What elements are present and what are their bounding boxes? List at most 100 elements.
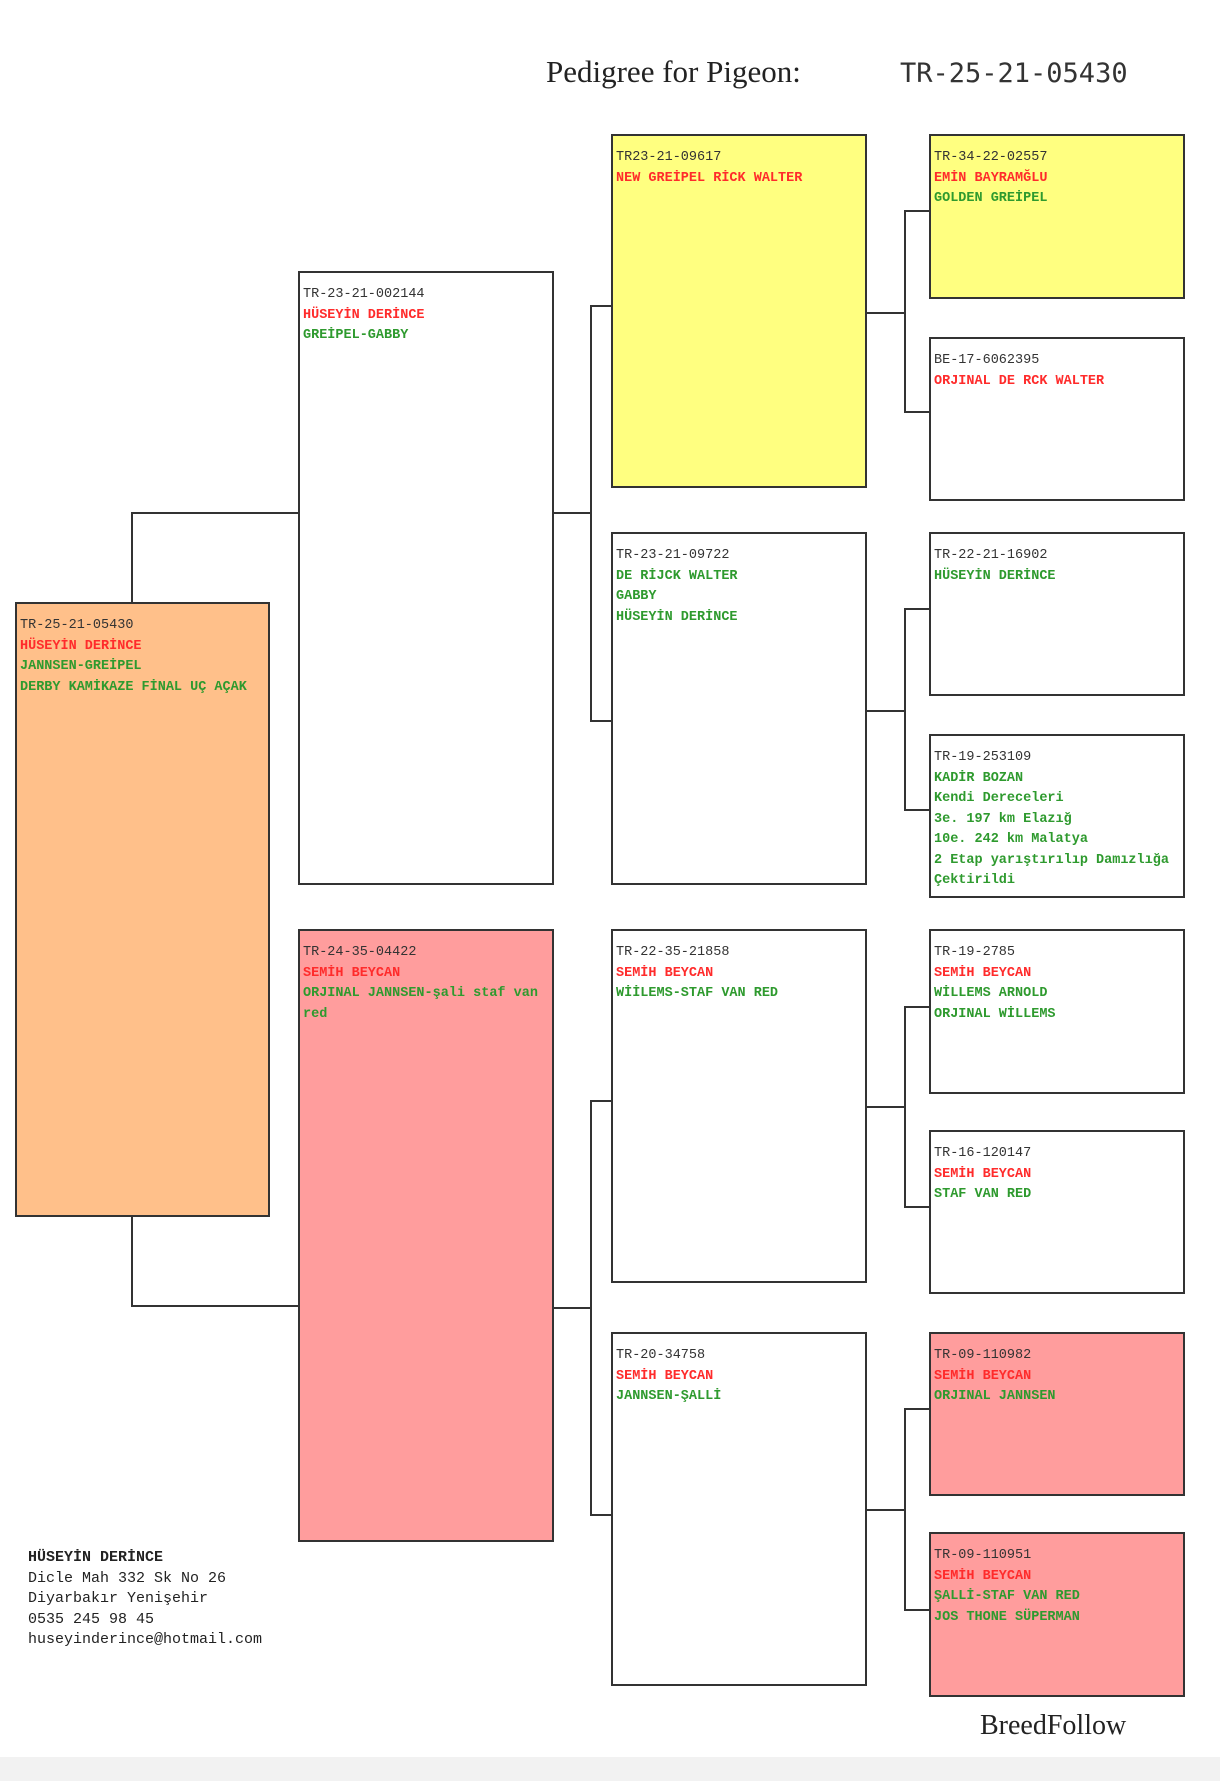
ring-number: TR-20-34758 [616, 1348, 706, 1363]
owner-name: SEMİH BEYCAN [934, 1368, 1032, 1384]
grandparent-box[interactable]: TR-23-21-09722 DE RİJCK WALTER GABBY HÜSEYİ… [611, 532, 867, 885]
connector [590, 1514, 611, 1516]
ring-number: TR-09-110982 [934, 1348, 1032, 1363]
connector [867, 710, 904, 712]
owner-name: SEMİH BEYCAN [303, 965, 401, 981]
pigeon-note: 2 Etap yarıştırılıp Damızlığa Çektirildi [934, 852, 1178, 889]
connector [904, 1408, 906, 1611]
owner-name: SEMİH BEYCAN [934, 1166, 1032, 1182]
phone: 0535 245 98 45 [28, 1610, 155, 1628]
owner-name: SEMİH BEYCAN [616, 1368, 714, 1384]
connector [590, 1100, 611, 1102]
pigeon-note: DE RİJCK WALTER [616, 568, 738, 584]
connector [904, 1408, 929, 1410]
bottom-band [0, 1757, 1220, 1781]
connector [590, 305, 592, 722]
connector [131, 512, 298, 514]
breeder-contact: HÜSEYİN DERİNCE Dicle Mah 332 Sk No 26 D… [28, 1548, 262, 1651]
ring-number: TR-23-21-002144 [303, 287, 425, 302]
breeder-name: HÜSEYİN DERİNCE [28, 1549, 164, 1566]
brand-logo: BreedFollow [980, 1710, 1127, 1741]
connector [131, 1305, 298, 1307]
pigeon-note: JANNSEN-GREİPEL [20, 659, 142, 674]
ring-number: TR-34-22-02557 [934, 150, 1048, 165]
address-line-2: Diyarbakır Yenişehir [28, 1590, 209, 1607]
pigeon-id: TR-25-21-05430 [900, 58, 1128, 89]
ring-number: TR-09-110951 [934, 1548, 1032, 1563]
ring-number: TR-19-2785 [934, 945, 1016, 960]
pigeon-note: DERBY KAMİKAZE FİNAL UÇ AÇAK [20, 679, 247, 695]
connector [904, 1609, 929, 1611]
owner-name: SEMİH BEYCAN [934, 965, 1032, 981]
connector [904, 411, 929, 413]
connector [867, 1106, 904, 1108]
owner-name: HÜSEYİN DERİNCE [20, 638, 142, 654]
owner-name: HÜSEYİN DERİNCE [303, 307, 425, 323]
connector [867, 312, 904, 314]
page-title: Pedigree for Pigeon: [546, 54, 801, 89]
ring-number: TR23-21-09617 [616, 150, 722, 165]
pigeon-note: GABBY [616, 589, 657, 604]
pigeon-note: KADİR BOZAN [934, 770, 1024, 786]
owner-name: SEMİH BEYCAN [616, 965, 714, 981]
address-line-1: Dicle Mah 332 Sk No 26 [28, 1569, 227, 1587]
connector [904, 210, 906, 413]
email: huseyinderince@hotmail.com [28, 1631, 263, 1648]
owner-name: NEW GREİPEL RİCK WALTER [616, 170, 803, 186]
ring-number: TR-23-21-09722 [616, 548, 730, 563]
connector [904, 210, 929, 212]
pigeon-note: GREİPEL-GABBY [303, 328, 409, 343]
pigeon-note: WİİLEMS-STAF VAN RED [616, 986, 779, 1001]
connector [590, 1100, 592, 1516]
pigeon-note: HÜSEYİN DERİNCE [616, 609, 738, 625]
owner-name: SEMİH BEYCAN [934, 1568, 1032, 1584]
ring-number: TR-19-253109 [934, 750, 1032, 765]
owner-name: EMİN BAYRAMĞLU [934, 170, 1048, 186]
connector [590, 305, 611, 307]
pigeon-note: ORJINAL JANNSEN [934, 1389, 1056, 1404]
ring-number: TR-16-120147 [934, 1146, 1032, 1161]
pigeon-note: JOS THONE SÜPERMAN [934, 1609, 1080, 1625]
ring-number: TR-24-35-04422 [303, 945, 417, 960]
connector [590, 720, 611, 722]
ring-number: TR-22-35-21858 [616, 945, 730, 960]
connector [554, 1307, 590, 1309]
pigeon-note: ORJINAL JANNSEN-şali staf van red [303, 986, 547, 1022]
connector [554, 512, 590, 514]
pigeon-note: WİLLEMS ARNOLD [934, 986, 1048, 1001]
connector [904, 608, 929, 610]
pigeon-note: 10e. 242 km Malatya [934, 832, 1088, 847]
connector [904, 1006, 906, 1208]
ring-number: BE-17-6062395 [934, 353, 1040, 368]
pigeon-note: 3e. 197 km Elazığ [934, 811, 1072, 827]
ring-number: TR-22-21-16902 [934, 548, 1048, 563]
connector [131, 1217, 133, 1307]
connector [904, 1006, 929, 1008]
pigeon-note: ORJINAL WİLLEMS [934, 1006, 1056, 1022]
connector [904, 1206, 929, 1208]
pigeon-note: GOLDEN GREİPEL [934, 191, 1048, 206]
pigeon-note: HÜSEYİN DERİNCE [934, 568, 1056, 584]
pigeon-note: ŞALLİ-STAF VAN RED [934, 1589, 1080, 1604]
connector [867, 1509, 904, 1511]
ring-number: TR-25-21-05430 [20, 618, 134, 633]
connector [904, 608, 906, 811]
connector [131, 512, 133, 602]
pigeon-note: STAF VAN RED [934, 1187, 1032, 1202]
pigeon-note: Kendi Dereceleri [934, 791, 1064, 806]
connector [904, 809, 929, 811]
